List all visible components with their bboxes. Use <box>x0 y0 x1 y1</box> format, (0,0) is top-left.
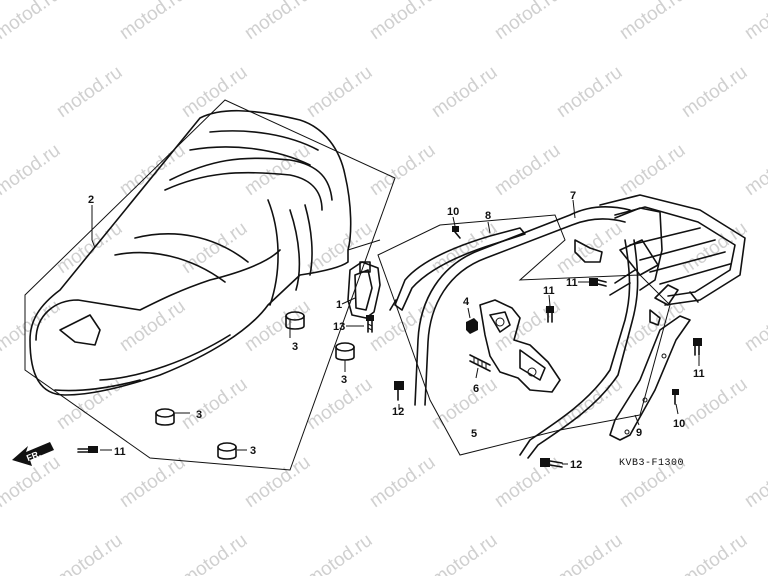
callout-2: 2 <box>88 194 94 206</box>
watermark-text: motod.ru <box>741 140 768 200</box>
callout-3b: 3 <box>341 374 347 386</box>
bolt-12-bottom <box>540 458 563 468</box>
callout-1: 1 <box>336 299 342 311</box>
seat <box>29 109 381 396</box>
grab-rail <box>414 205 663 459</box>
callout-11a: 11 <box>114 446 126 458</box>
watermark-text: motod.ru <box>53 530 126 576</box>
rail-left <box>389 227 526 311</box>
watermark-text: motod.ru <box>241 0 314 44</box>
watermark-text: motod.ru <box>678 374 751 434</box>
callout-3a: 3 <box>292 341 298 353</box>
callout-5: 5 <box>471 428 477 440</box>
watermark-text: motod.ru <box>178 218 251 278</box>
callout-7: 7 <box>570 190 576 202</box>
bolt-10-bottom <box>672 389 679 405</box>
watermark-text: motod.ru <box>616 0 689 44</box>
collar-4 <box>466 318 478 334</box>
watermark-text: motod.ru <box>678 62 751 122</box>
watermark-text: motod.ru <box>0 218 1 278</box>
watermark-text: motod.ru <box>303 530 376 576</box>
watermark-text: motod.ru <box>491 0 564 44</box>
bolt-11-rack <box>589 278 607 287</box>
mounting-bracket <box>479 299 561 393</box>
callout-12b: 12 <box>570 459 582 471</box>
watermark-text: motod.ru <box>178 530 251 576</box>
watermark-text: motod.ru <box>0 0 64 44</box>
seat-hook-bracket <box>347 261 381 319</box>
watermark-text: motod.ru <box>366 0 439 44</box>
watermark-text: motod.ru <box>241 452 314 512</box>
watermark-text: motod.ru <box>53 218 126 278</box>
watermark-text: motod.ru <box>553 62 626 122</box>
stud-bolt-6 <box>469 354 491 372</box>
callout-3c: 3 <box>196 409 202 421</box>
callout-11d: 11 <box>693 368 705 380</box>
watermark-text: motod.ru <box>553 530 626 576</box>
bolt-11-right <box>693 338 702 356</box>
diagram-code: KVB3-F1300 <box>619 458 684 469</box>
watermark-text: motod.ru <box>116 296 189 356</box>
bolt-12-left <box>394 381 404 401</box>
callout-10a: 10 <box>447 206 459 218</box>
seat-group: FR. <box>12 99 396 471</box>
watermark-text: motod.ru <box>428 62 501 122</box>
callout-9: 9 <box>636 427 642 439</box>
watermark-text: motod.ru <box>0 140 64 200</box>
watermark-text: motod.ru <box>741 296 768 356</box>
rail-right <box>609 315 691 441</box>
cushion-3a <box>285 311 305 330</box>
watermark-text: motod.ru <box>491 140 564 200</box>
watermark-text: motod.ru <box>116 0 189 44</box>
callout-6: 6 <box>473 383 479 395</box>
watermark-text: motod.ru <box>428 530 501 576</box>
watermark-text: motod.ru <box>678 530 751 576</box>
watermark-text: motod.ru <box>366 452 439 512</box>
callout-12a: 12 <box>392 406 404 418</box>
bolt-10-top <box>452 226 461 239</box>
grab-rail-group <box>377 194 746 468</box>
callout-13: 13 <box>333 321 345 333</box>
carrier-rack <box>599 194 746 326</box>
bolt-11-front <box>77 446 98 453</box>
seat-group-outline <box>24 99 396 471</box>
watermark-text: motod.ru <box>178 374 251 434</box>
cushion-3b <box>335 342 355 361</box>
watermark-text: motod.ru <box>553 374 626 434</box>
callout-11b: 11 <box>543 285 555 297</box>
bolt-11-bracket <box>546 306 554 323</box>
watermark-text: motod.ru <box>303 218 376 278</box>
watermark-text: motod.ru <box>0 62 1 122</box>
watermark-text: motod.ru <box>53 374 126 434</box>
watermark-text: motod.ru <box>53 62 126 122</box>
callout-labels: 1 2 3 3 3 3 4 5 6 7 8 9 10 10 11 11 11 1… <box>88 190 705 471</box>
cushion-3c <box>155 408 175 426</box>
callout-11c: 11 <box>566 277 578 289</box>
watermark-text: motod.ru <box>428 374 501 434</box>
cushion-3d <box>217 442 237 460</box>
callout-4: 4 <box>463 296 470 308</box>
watermark-text: motod.ru <box>0 374 1 434</box>
callout-8: 8 <box>485 210 491 222</box>
watermark-text: motod.ru <box>741 452 768 512</box>
callout-10b: 10 <box>673 418 685 430</box>
watermark-text: motod.ru <box>303 62 376 122</box>
callout-3d: 3 <box>250 445 256 457</box>
watermark-text: motod.ru <box>0 530 1 576</box>
watermark-text: motod.ru <box>741 0 768 44</box>
bolt-13 <box>366 315 374 333</box>
watermark-text: motod.ru <box>616 140 689 200</box>
